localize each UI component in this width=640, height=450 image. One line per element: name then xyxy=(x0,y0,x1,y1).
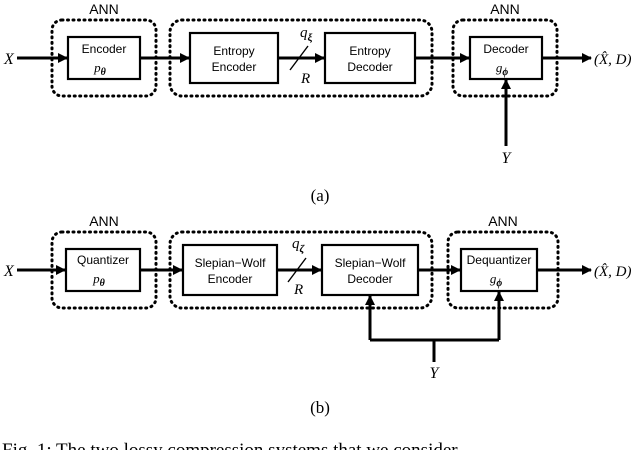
channel-q-a: qξ xyxy=(300,25,313,44)
entropy-decoder-line1: Entropy xyxy=(349,44,390,58)
ann-label-right-b: ANN xyxy=(488,213,518,229)
side-info-y-a: Y xyxy=(502,150,513,167)
decoder-param: gϕ xyxy=(496,60,509,78)
entropy-encoder-line1: Entropy xyxy=(213,44,254,58)
side-info-y-b: Y xyxy=(430,365,441,382)
sw-encoder-line1: Slepian−Wolf xyxy=(195,256,266,270)
ann-label-left-a: ANN xyxy=(89,1,119,17)
ann-label-left-b: ANN xyxy=(89,213,119,229)
output-a: (X̂, D) xyxy=(594,52,632,68)
diagram-a: ANN ANN Encoder pθ Entropy Encoder Entro… xyxy=(3,1,632,205)
dequantizer-label: Dequantizer xyxy=(467,253,532,267)
entropy-encoder-line2: Encoder xyxy=(212,60,257,74)
decoder-label: Decoder xyxy=(483,42,528,56)
decoder-block xyxy=(468,35,544,81)
sw-decoder-line1: Slepian−Wolf xyxy=(335,256,406,270)
sw-decoder-line2: Decoder xyxy=(347,272,392,286)
sw-encoder-line2: Encoder xyxy=(208,272,253,286)
encoder-block xyxy=(66,35,142,81)
entropy-decoder-block xyxy=(323,31,417,85)
channel-rate-slash-b xyxy=(287,257,307,283)
encoder-param: pθ xyxy=(93,60,107,78)
sw-decoder-block xyxy=(320,243,420,297)
channel-rate-a: R xyxy=(300,71,310,87)
quantizer-label: Quantizer xyxy=(77,253,129,267)
caption-a: (a) xyxy=(311,186,330,205)
quantizer-param: pθ xyxy=(92,271,106,289)
channel-q-b: qζ xyxy=(292,236,306,255)
sw-encoder-block xyxy=(181,243,279,297)
encoder-label: Encoder xyxy=(82,42,127,56)
output-b: (X̂, D) xyxy=(594,264,632,280)
input-x-a: X xyxy=(3,51,15,68)
quantizer-block xyxy=(64,247,142,293)
channel-rate-b: R xyxy=(293,282,303,298)
entropy-decoder-line2: Decoder xyxy=(347,60,392,74)
channel-rate-slash-a xyxy=(289,45,309,71)
entropy-encoder-block xyxy=(188,31,280,85)
diagram-b: ANN ANN Quantizer pθ Slepian−Wolf Encode… xyxy=(3,213,632,417)
dequantizer-param: gϕ xyxy=(490,271,503,289)
dequantizer-block xyxy=(459,247,539,293)
ann-label-right-a: ANN xyxy=(490,1,520,17)
caption-b: (b) xyxy=(310,398,330,417)
input-x-b: X xyxy=(3,263,15,280)
figure-caption: Fig. 1: The two lossy compression system… xyxy=(2,440,461,450)
